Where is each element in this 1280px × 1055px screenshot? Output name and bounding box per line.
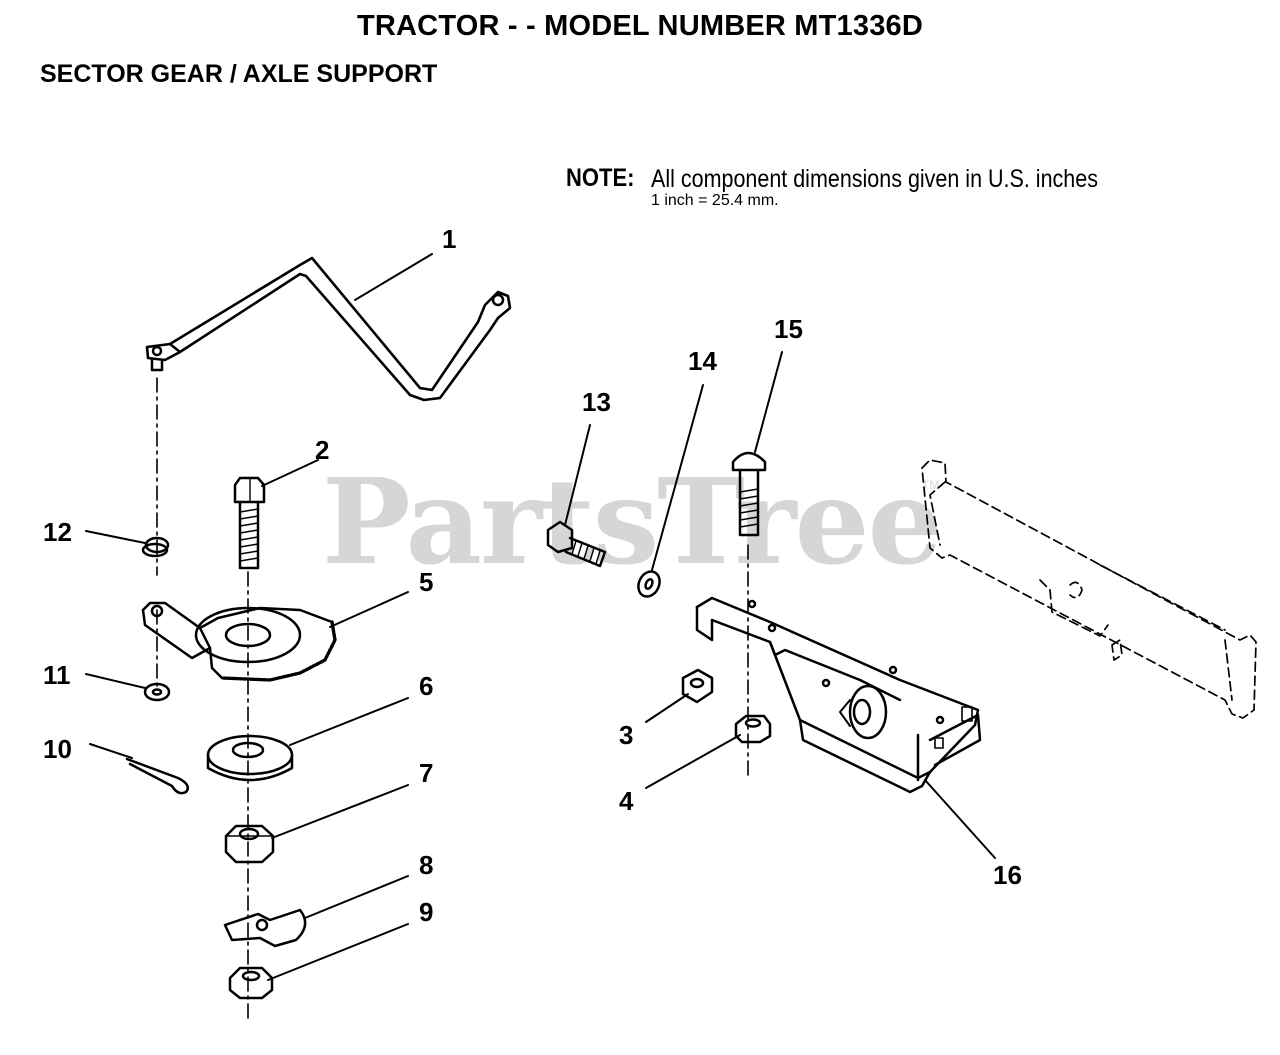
callout-9: 9 — [419, 897, 434, 927]
callout-10: 10 — [43, 734, 72, 764]
callout-16: 16 — [993, 860, 1022, 890]
part-14-washer — [637, 570, 661, 598]
part-16-axle-support — [695, 596, 982, 794]
callout-15: 15 — [774, 314, 803, 344]
callout-6: 6 — [419, 671, 434, 701]
part-11-washer — [143, 682, 171, 702]
leader-lines — [85, 253, 996, 981]
callout-8: 8 — [419, 850, 434, 880]
leader-14 — [651, 384, 704, 571]
center-lines — [156, 377, 749, 1021]
leader-16 — [924, 779, 996, 859]
part-12-flange-nut — [141, 536, 170, 558]
leader-8 — [304, 875, 409, 919]
leader-9 — [267, 923, 409, 981]
leader-7 — [271, 784, 409, 839]
leader-5 — [329, 591, 409, 628]
leader-1 — [354, 253, 433, 301]
callout-7: 7 — [419, 758, 434, 788]
part-1-drag-link — [145, 256, 512, 402]
note-label: NOTE: — [566, 164, 635, 192]
axle-reference-dashed — [921, 459, 1257, 719]
callout-11: 11 — [43, 660, 71, 690]
callout-3: 3 — [619, 720, 634, 750]
leader-11 — [85, 673, 146, 689]
watermark-trademark: TM — [922, 478, 940, 492]
leader-15 — [754, 351, 783, 453]
leader-12 — [85, 530, 146, 544]
part-3-nut — [681, 668, 714, 704]
part-4-nut — [734, 714, 772, 744]
leader-10 — [89, 743, 133, 759]
part-13-bolt — [546, 520, 607, 568]
watermark: PartsTree — [322, 452, 943, 591]
part-2-hex-bolt — [233, 476, 266, 570]
note-text: All component dimensions given in U.S. i… — [651, 165, 1098, 193]
leader-4 — [645, 734, 741, 789]
section-subtitle: SECTOR GEAR / AXLE SUPPORT — [40, 60, 438, 88]
callout-4: 4 — [619, 786, 634, 816]
callout-12: 12 — [43, 517, 72, 547]
note-conversion: 1 inch = 25.4 mm. — [651, 192, 779, 209]
part-8-clip — [223, 908, 307, 948]
part-9-hex-nut — [228, 966, 274, 1000]
part-15-carriage-bolt — [731, 451, 767, 537]
leader-2 — [261, 459, 319, 487]
part-10-cotter-pin — [125, 757, 189, 795]
callout-13: 13 — [582, 387, 611, 417]
callout-14: 14 — [688, 346, 717, 376]
callout-5: 5 — [419, 567, 434, 597]
part-5-sector-gear — [141, 601, 337, 682]
diagram-title: TRACTOR - - MODEL NUMBER MT1336D — [356, 10, 924, 42]
part-6-spacer — [206, 734, 294, 782]
callout-2: 2 — [315, 435, 330, 465]
part-7-hex-nut — [224, 824, 275, 864]
leader-3 — [645, 693, 689, 723]
leader-13 — [564, 424, 591, 526]
callout-1: 1 — [442, 224, 457, 254]
leader-6 — [289, 697, 409, 746]
